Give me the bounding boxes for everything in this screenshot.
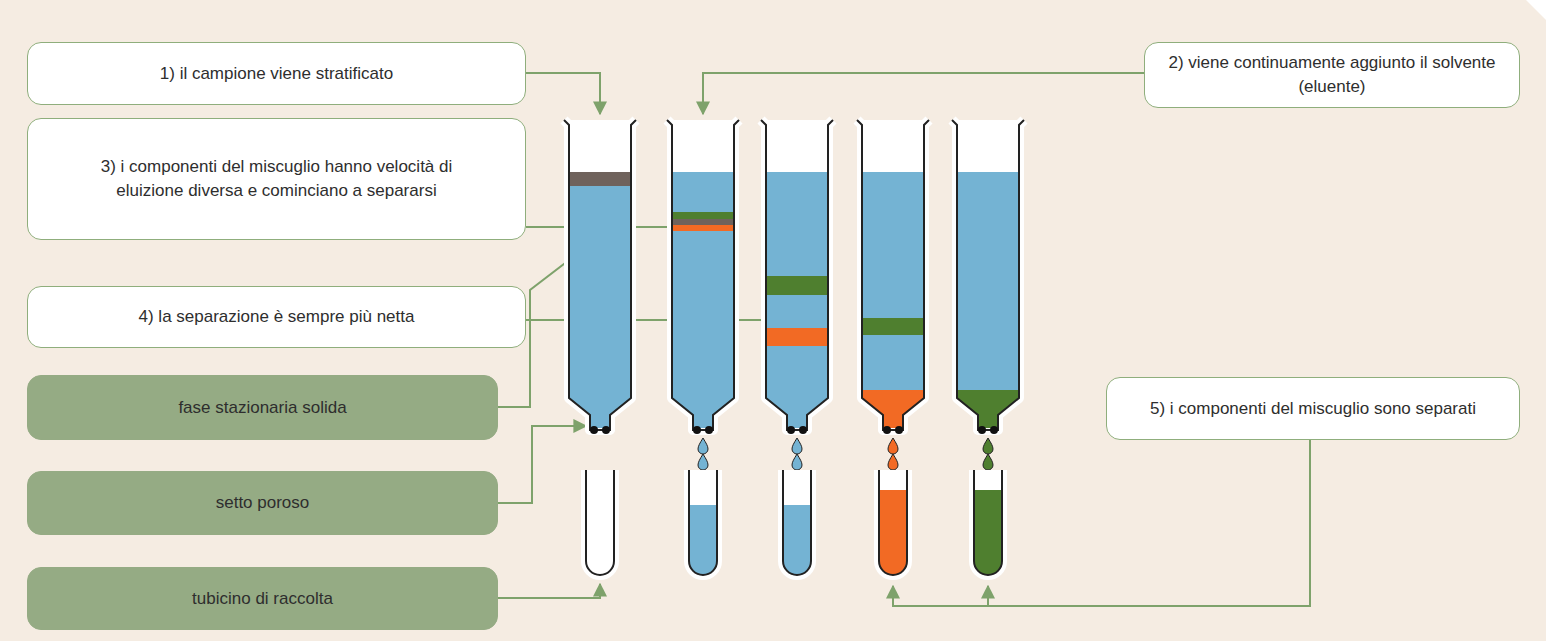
callout-text: 2) viene continuamente aggiunto il solve… xyxy=(1157,51,1507,99)
callout-text: 3) i componenti del miscuglio hanno velo… xyxy=(88,155,465,203)
leader-line xyxy=(498,584,600,598)
callout-text: setto poroso xyxy=(216,491,310,515)
leader-line xyxy=(498,426,586,503)
callout-text: 5) i componenti del miscuglio sono separ… xyxy=(1150,397,1476,421)
leader-line xyxy=(987,586,989,606)
column xyxy=(857,120,929,575)
leader-line xyxy=(893,440,1310,606)
column xyxy=(667,120,739,575)
callout-text: tubicino di raccolta xyxy=(192,587,333,611)
callout-box: 5) i componenti del miscuglio sono separ… xyxy=(1106,377,1520,440)
part-label-box: setto poroso xyxy=(27,471,498,535)
column xyxy=(564,120,636,575)
leader-line xyxy=(703,73,1144,114)
callout-box: 1) il campione viene stratificato xyxy=(27,42,526,105)
leader-lines xyxy=(498,73,1310,606)
callout-box: 4) la separazione è sempre più netta xyxy=(27,286,526,348)
callout-box: 2) viene continuamente aggiunto il solve… xyxy=(1144,42,1520,108)
callout-box: 3) i componenti del miscuglio hanno velo… xyxy=(27,118,526,240)
column xyxy=(952,120,1024,575)
column xyxy=(761,120,833,575)
part-label-box: fase stazionaria solida xyxy=(27,375,498,440)
callout-text: fase stazionaria solida xyxy=(178,396,346,420)
part-label-box: tubicino di raccolta xyxy=(27,567,498,630)
leader-line xyxy=(526,73,600,114)
callout-text: 1) il campione viene stratificato xyxy=(160,62,393,86)
callout-text: 4) la separazione è sempre più netta xyxy=(139,305,415,329)
